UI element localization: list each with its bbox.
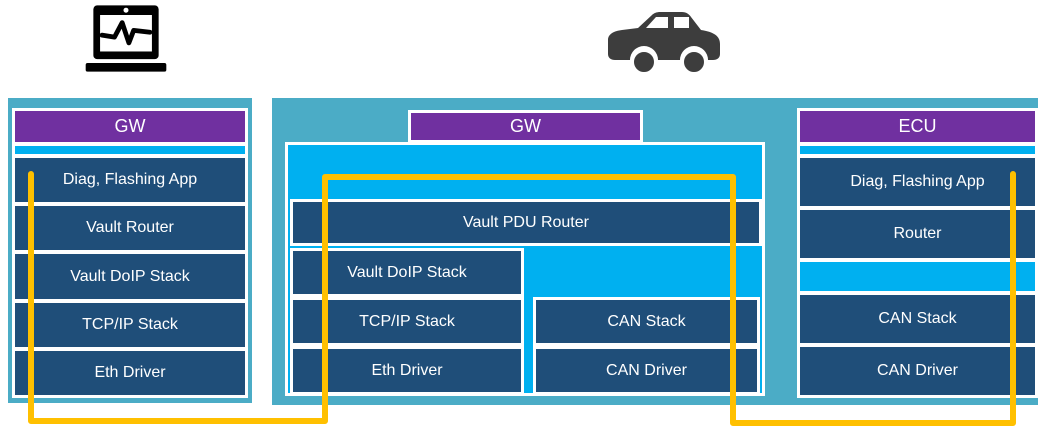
tester-layer-diag-flashing-app: Diag, Flashing App <box>15 158 245 203</box>
ecu-bus-area <box>800 261 1035 292</box>
gw-layer-tcpip-stack: TCP/IP Stack <box>290 297 524 346</box>
tester-layer-tcpip-stack: TCP/IP Stack <box>15 302 245 347</box>
tester-gw-bus-strip <box>15 146 245 154</box>
ecu-layer-can-driver: CAN Driver <box>800 347 1035 395</box>
gw-layer-vault-pdu-router: Vault PDU Router <box>290 199 762 246</box>
ecu-bus-strip <box>800 146 1035 154</box>
gw-layer-eth-driver: Eth Driver <box>290 346 524 395</box>
gw-layer-can-stack: CAN Stack <box>533 297 760 346</box>
ecu-layer-diag-flashing-app: Diag, Flashing App <box>800 158 1035 206</box>
car-icon <box>598 6 726 87</box>
ecu-header: ECU <box>800 111 1035 142</box>
vehicle-panel: GW Vault PDU Router Vault DoIP Stack TCP… <box>272 98 1038 405</box>
tester-layer-vault-router: Vault Router <box>15 206 245 251</box>
tester-layer-eth-driver: Eth Driver <box>15 350 245 396</box>
ecu-stack: ECU Diag, Flashing App Router CAN Stack … <box>797 108 1038 398</box>
vehicle-gw-bus-area: Vault PDU Router Vault DoIP Stack TCP/IP… <box>285 142 765 396</box>
gw-layer-can-driver: CAN Driver <box>533 346 760 395</box>
ecu-layer-can-stack: CAN Stack <box>800 295 1035 344</box>
tester-gw-panel: GW Diag, Flashing App Vault Router Vault… <box>8 98 252 403</box>
tester-gw-stack: GW Diag, Flashing App Vault Router Vault… <box>12 108 248 398</box>
tester-gw-header: GW <box>15 111 245 142</box>
ecu-layer-router: Router <box>800 209 1035 258</box>
diagnostic-laptop-icon <box>78 2 174 81</box>
tester-layer-vault-doip-stack: Vault DoIP Stack <box>15 254 245 299</box>
gw-layer-vault-doip-stack: Vault DoIP Stack <box>290 248 524 297</box>
vehicle-gw-header: GW <box>408 110 643 143</box>
